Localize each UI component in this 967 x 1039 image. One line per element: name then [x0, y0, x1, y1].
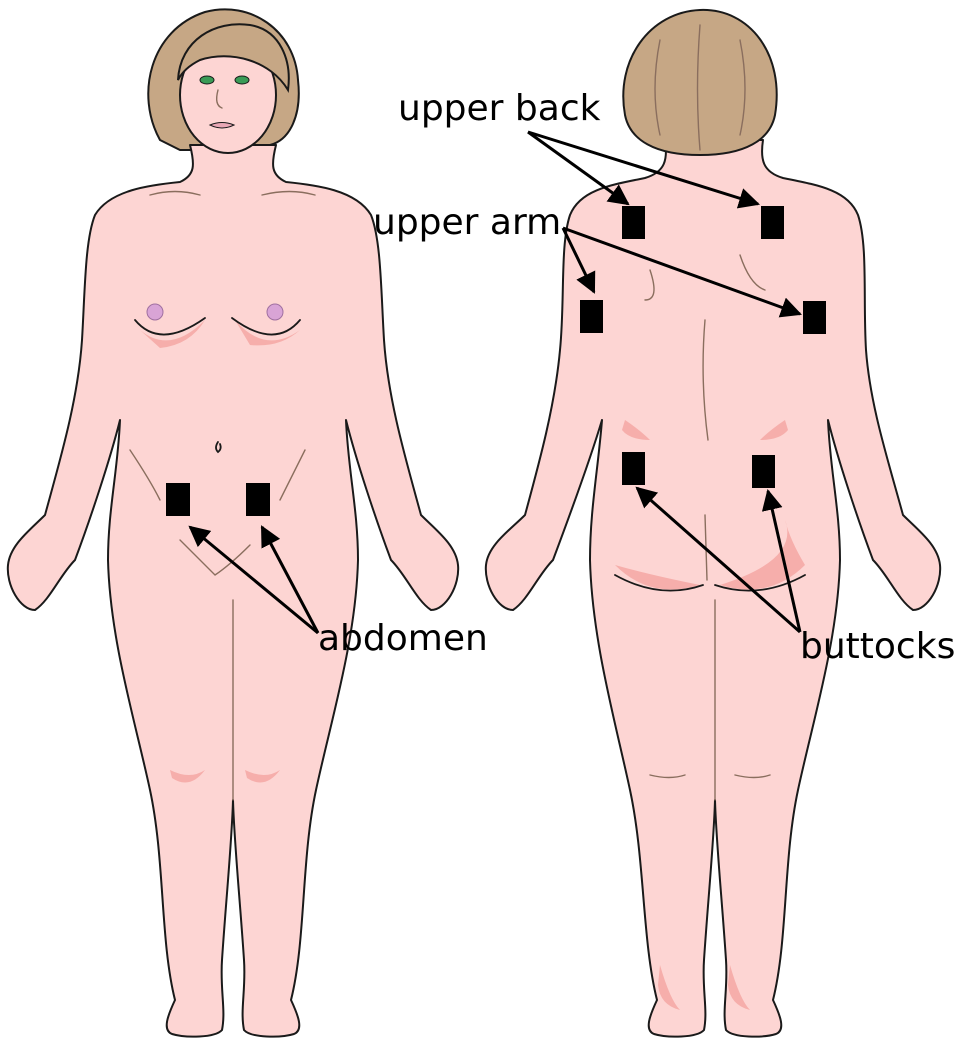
front-nipple-right — [267, 304, 283, 320]
label-abdomen: abdomen — [318, 618, 488, 659]
patch-abdomen-left — [166, 483, 190, 516]
patch-buttock-right — [752, 455, 775, 488]
patch-upper-arm-right — [803, 301, 826, 334]
back-figure — [486, 10, 940, 1037]
arrow-upper-back-left — [528, 132, 628, 204]
patch-abdomen-right — [246, 483, 270, 516]
front-left-eye — [200, 76, 214, 84]
patch-upper-back-right — [761, 206, 784, 239]
back-body — [486, 140, 940, 1037]
label-buttocks: buttocks — [800, 626, 955, 667]
patch-upper-back-left — [622, 206, 645, 239]
patch-upper-arm-left — [580, 300, 603, 333]
front-figure — [8, 9, 458, 1036]
patch-buttock-left — [622, 452, 645, 485]
front-right-eye — [235, 76, 249, 84]
label-upper-back: upper back — [398, 88, 601, 129]
label-upper-arm: upper arm — [373, 202, 561, 243]
front-nipple-left — [147, 304, 163, 320]
front-body — [8, 145, 458, 1037]
